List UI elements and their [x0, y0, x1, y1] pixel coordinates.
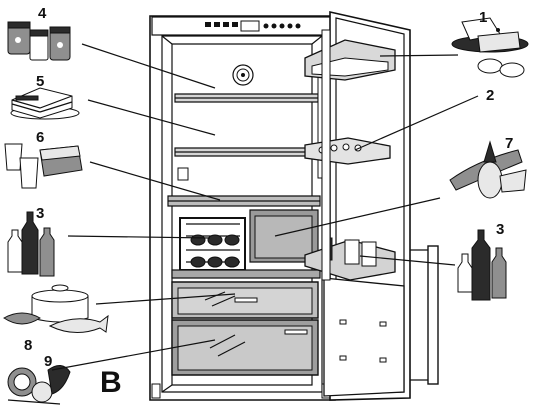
- fridge-door: [304, 11, 439, 401]
- fridge-cabinet: [149, 15, 336, 401]
- shelf-middle: [174, 147, 319, 157]
- leader-lines: [51, 43, 479, 371]
- fan-icon: [232, 64, 254, 86]
- door-handle: [410, 245, 439, 385]
- shelf-lower: [167, 195, 321, 207]
- shelf-upper: [174, 93, 319, 103]
- callout-5: 5: [36, 73, 44, 90]
- callout-9: 9: [44, 353, 52, 370]
- fruit-icon: [449, 140, 527, 199]
- callout-1: 1: [479, 9, 487, 26]
- callout-7: 7: [505, 135, 513, 152]
- figure-letter: B: [100, 366, 122, 399]
- chill-tray: [249, 209, 319, 263]
- cake-icon: [10, 87, 80, 120]
- callout-8: 8: [24, 337, 32, 354]
- dairy-icon: [4, 143, 83, 189]
- callout-3-left: 3: [36, 205, 44, 222]
- vegetables-icon: [7, 365, 71, 405]
- pot-and-fish-icon: [3, 284, 109, 333]
- control-buttons: [205, 20, 301, 32]
- drawer-upper: [171, 281, 319, 319]
- bottles-left-icon: [7, 211, 55, 277]
- callout-3-right: 3: [496, 221, 504, 238]
- callout-2: 2: [486, 87, 494, 104]
- freezer-door: [323, 277, 405, 397]
- cheese-icon: [451, 17, 529, 78]
- drawer-lower: [171, 319, 319, 376]
- callout-4: 4: [38, 5, 47, 22]
- jars-icon: [7, 21, 71, 61]
- bottles-right-icon: [457, 229, 507, 301]
- callout-6: 6: [36, 129, 44, 146]
